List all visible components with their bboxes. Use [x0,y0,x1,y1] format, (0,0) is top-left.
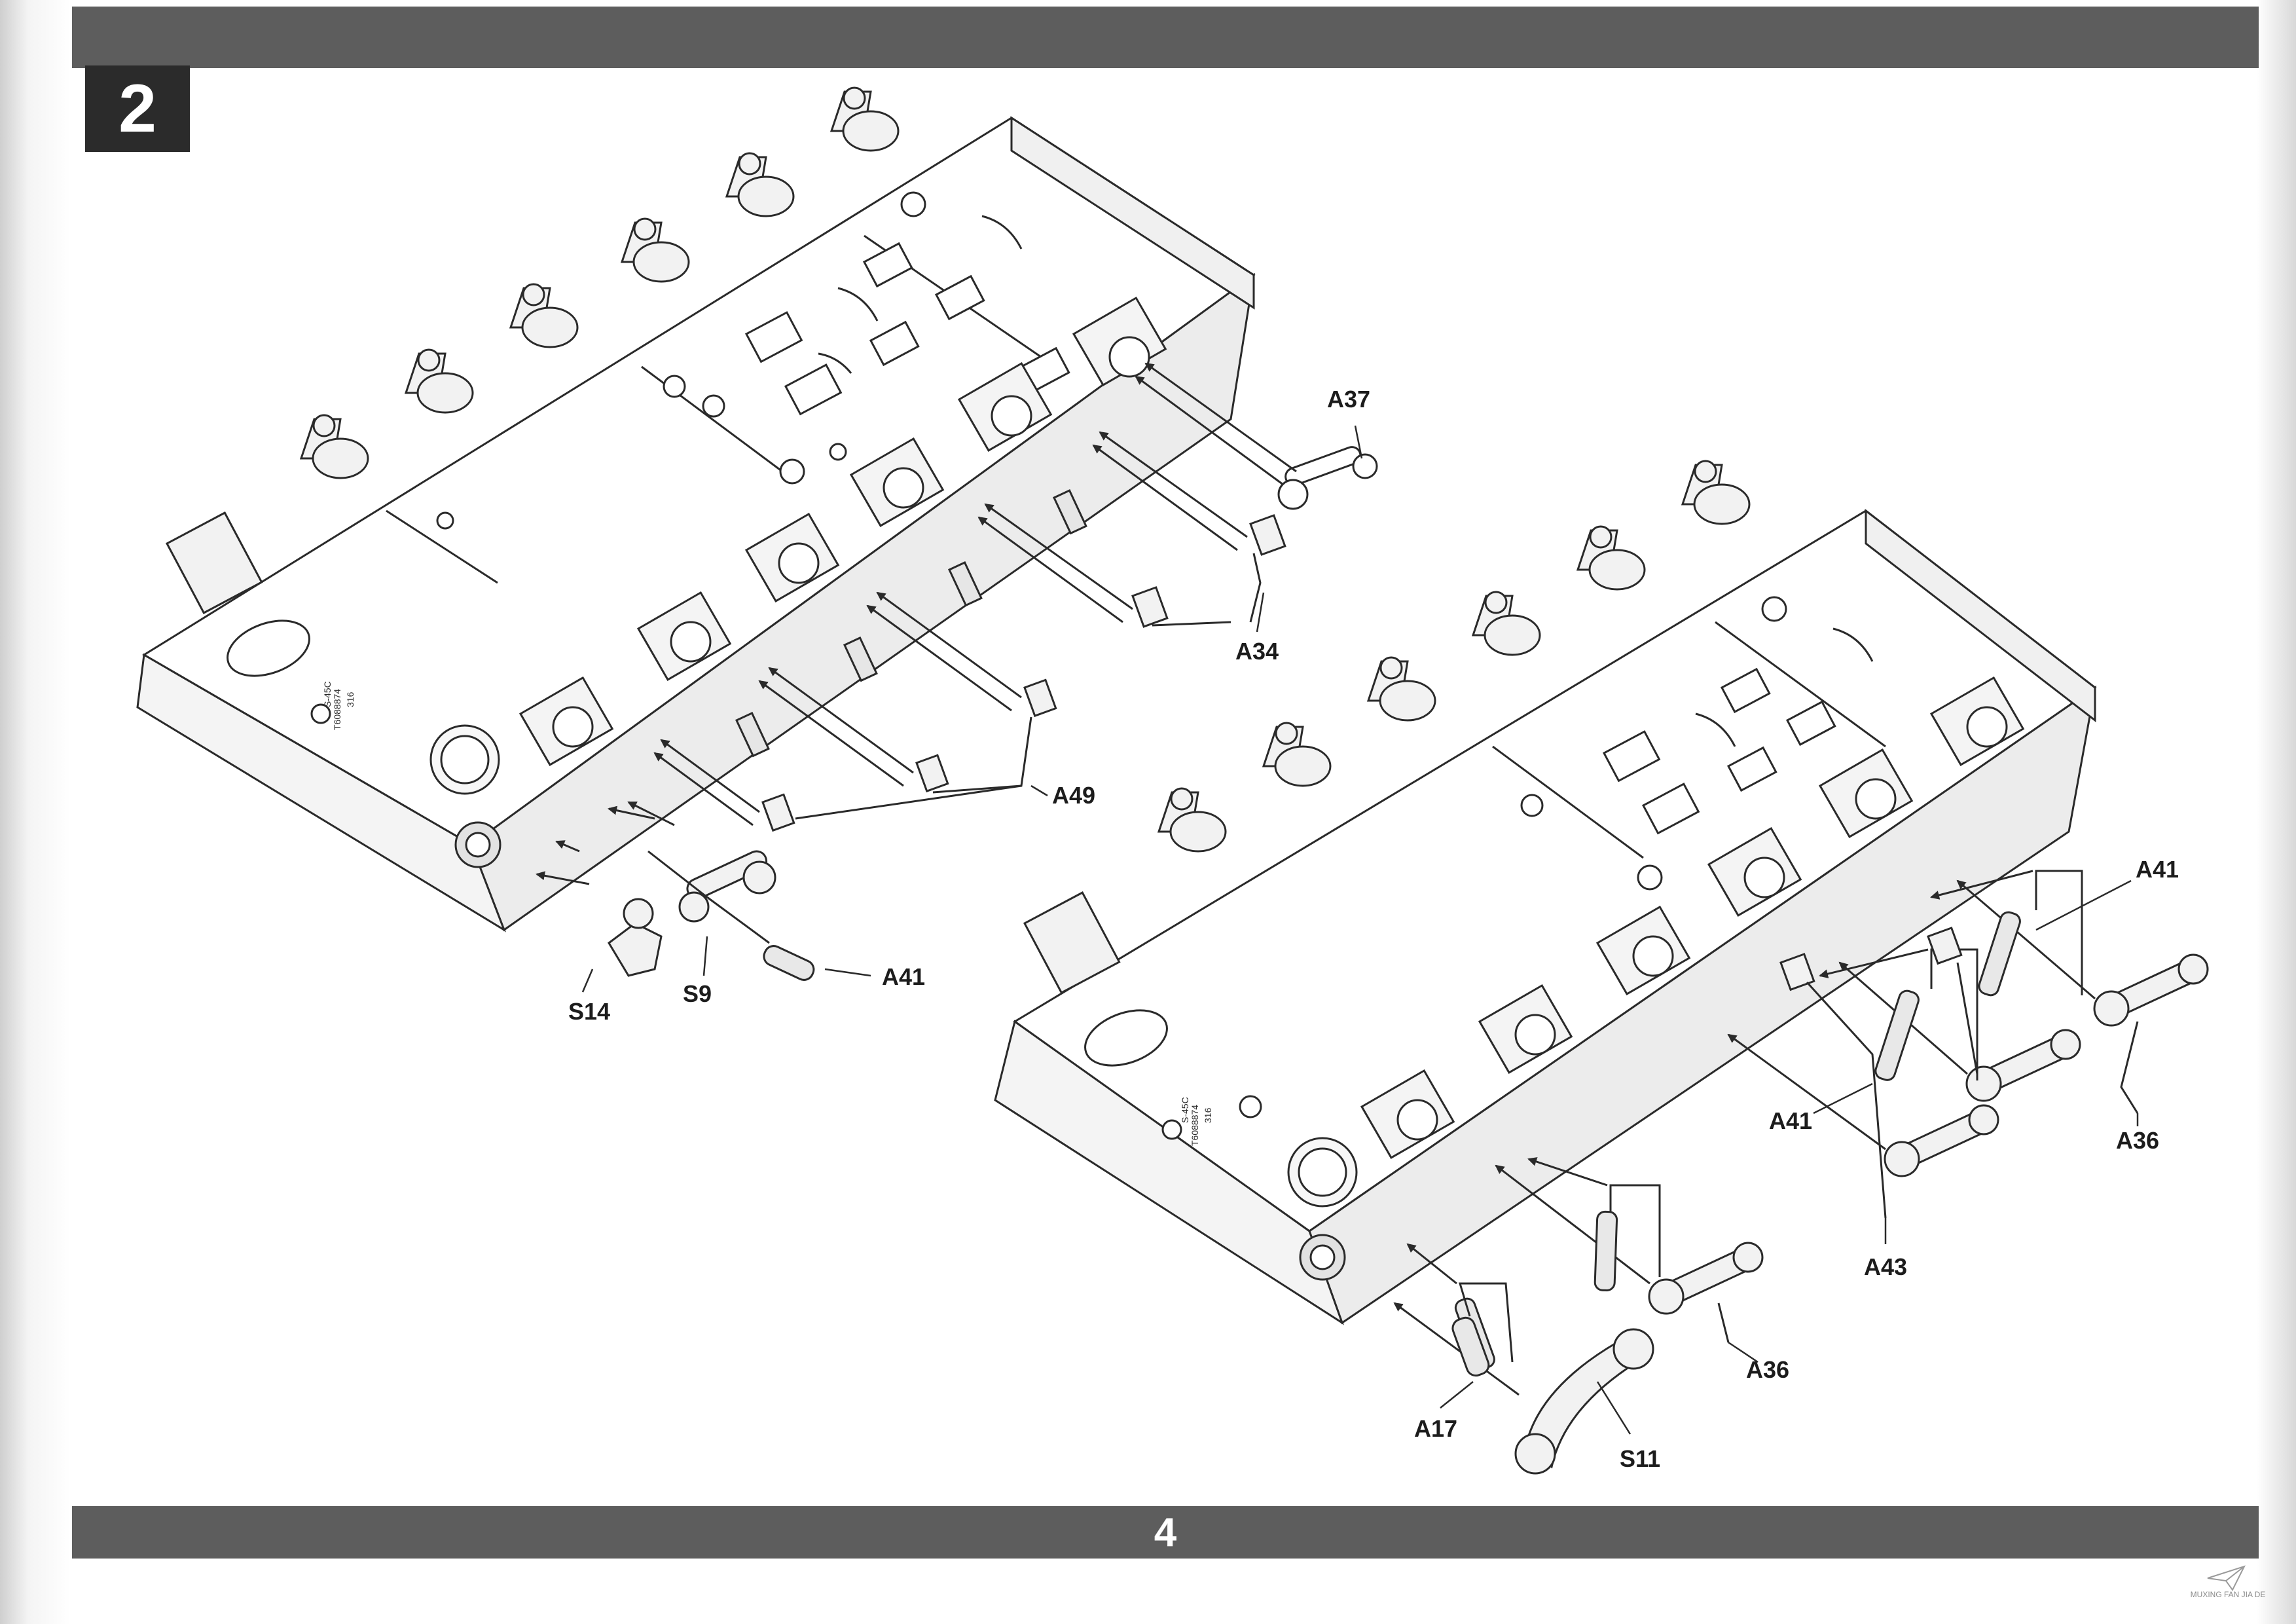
part-s9 [678,850,776,923]
hull-right-marking-line-3: S-45C [1180,1097,1190,1123]
part-a41-left [763,945,815,981]
part-s11 [1514,1328,1654,1475]
top-band [72,7,2259,68]
label-a36-bottom: A36 [1745,1356,1790,1383]
hull-left-marking-line-1: T6088874 [332,689,342,730]
hull-right-marking-line-2: 316 [1203,1107,1213,1123]
part-s14 [608,898,663,977]
part-a36-upper-arms [1648,953,2209,1315]
part-a17 [1451,1316,1490,1377]
hull-right-suspension-plates [1360,676,2025,1159]
label-a43: A43 [1863,1253,1908,1280]
hull-left-marking-line-2: 316 [345,692,355,707]
hull-right-marking-line-1: T6088874 [1190,1105,1200,1146]
label-a41-right-top: A41 [2135,856,2179,883]
label-s9: S9 [682,980,712,1007]
label-s11: S11 [1619,1445,1661,1472]
label-s14: S14 [568,998,611,1025]
hull-right: T6088874 316 S-45C [994,460,2097,1325]
part-a41-right [1454,911,2021,1370]
hull-left-marking-line-3: S-45C [322,681,333,707]
hull-right-far-side-arms [1157,460,1751,853]
label-a41-right-mid: A41 [1768,1107,1813,1134]
label-a41-left: A41 [881,963,926,990]
right-parts [1393,870,2209,1475]
label-a36-right: A36 [2115,1127,2160,1154]
part-a43 [1779,927,1963,991]
hull-left-front-plate [136,653,506,932]
label-a49: A49 [1051,782,1096,809]
hull-left-suspension-plates [519,296,1167,766]
watermark-text: MUXING FAN JIA DE [2190,1590,2266,1599]
hull-left-far-side-arms [299,86,900,479]
label-a34: A34 [1235,638,1279,665]
label-a37: A37 [1326,386,1371,413]
left-parts [536,362,1378,981]
hull-right-rear-plate [1865,508,2096,723]
page-number-band: 4 [72,1506,2259,1559]
part-a49 [761,678,1057,832]
page-shadow-right [2257,0,2296,1624]
hull-left: T6088874 316 S-45C [136,86,1256,932]
page-shadow-left [0,0,71,1624]
hull-left-bump-stops [735,489,1087,758]
step-number: 2 [85,65,190,152]
leader-lines [581,425,2139,1435]
page-number: 4 [1154,1509,1177,1555]
hull-right-front-plate [994,1020,1344,1325]
part-a34 [1131,514,1286,628]
watermark-plane-icon [2207,1565,2246,1591]
hull-left-rear-plate [1010,116,1255,310]
part-a37 [1277,446,1378,510]
label-a17: A17 [1413,1415,1458,1442]
